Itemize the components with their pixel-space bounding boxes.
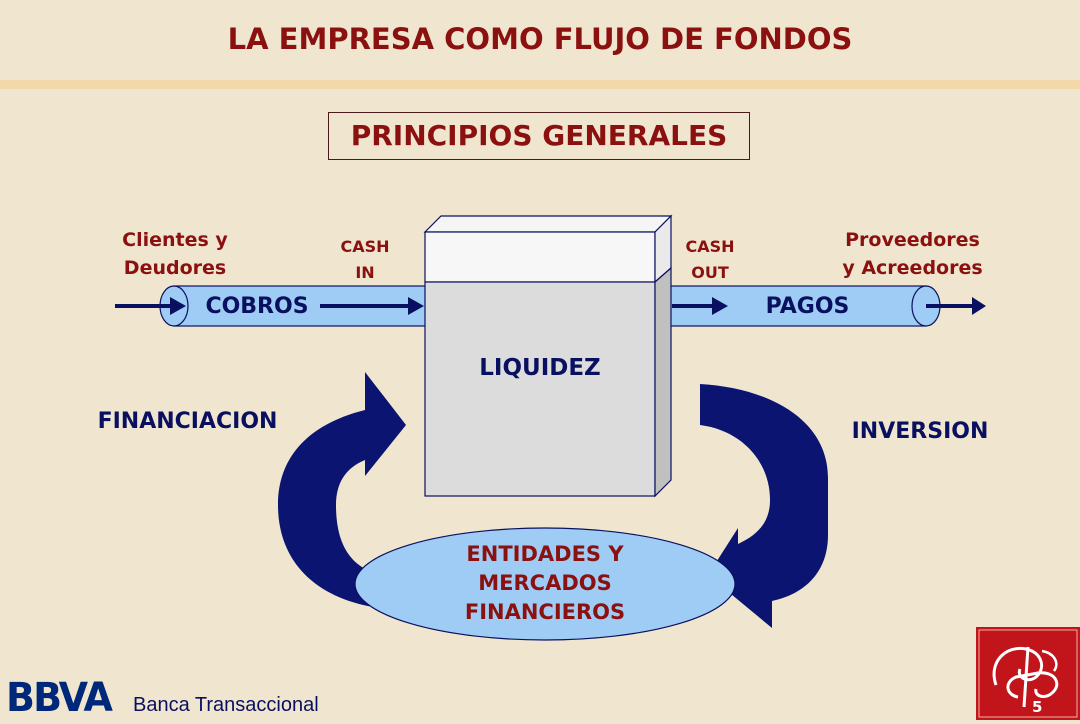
cash-in-arrow bbox=[320, 297, 424, 315]
bbva-logo: BBVA bbox=[6, 675, 113, 721]
brand-caption: Banca Transaccional bbox=[133, 694, 319, 716]
pagos-label: PAGOS bbox=[765, 294, 850, 319]
cash-in-label-line2: IN bbox=[355, 263, 375, 282]
liquidez-label: LIQUIDEZ bbox=[479, 355, 601, 381]
subtitle-box: PRINCIPIOS GENERALES bbox=[328, 112, 750, 160]
inversion-label: INVERSION bbox=[851, 419, 989, 444]
page-number: 5 bbox=[1032, 698, 1043, 716]
title-divider bbox=[0, 80, 1080, 89]
clientes-label-line1: Clientes y bbox=[122, 229, 228, 251]
cash-out-label-line2: OUT bbox=[691, 263, 729, 282]
proveedores-label-line2: y Acreedores bbox=[842, 257, 983, 279]
entidades-label: ENTIDADES Y MERCADOS FINANCIEROS bbox=[405, 540, 685, 627]
clientes-label-line2: Deudores bbox=[123, 257, 227, 279]
cash-in-label: CASH IN bbox=[325, 234, 405, 286]
cash-in-label-line1: CASH bbox=[340, 237, 390, 256]
cash-out-label: CASH OUT bbox=[670, 234, 750, 286]
page-title: LA EMPRESA COMO FLUJO DE FONDOS bbox=[227, 22, 853, 56]
entidades-label-line2: MERCADOS bbox=[478, 571, 612, 595]
entidades-label-line1: ENTIDADES Y bbox=[466, 542, 624, 566]
monogram-seal-icon bbox=[976, 627, 1080, 720]
outflow-arrow bbox=[926, 297, 986, 315]
entidades-ellipse bbox=[354, 527, 736, 641]
cash-out-arrow bbox=[672, 297, 728, 315]
proveedores-label: Proveedores y Acreedores bbox=[815, 226, 1010, 282]
entidades-label-line3: FINANCIEROS bbox=[464, 600, 626, 624]
financiacion-label: FINANCIACION bbox=[97, 409, 278, 434]
proveedores-label-line1: Proveedores bbox=[845, 229, 980, 251]
inversion-curved-arrow bbox=[700, 384, 828, 628]
cash-out-label-line1: CASH bbox=[685, 237, 735, 256]
seal-graphic bbox=[978, 629, 1078, 718]
financiacion-curved-arrow bbox=[278, 372, 406, 608]
liquidez-box bbox=[423, 214, 673, 498]
cobros-label: COBROS bbox=[205, 294, 309, 319]
clientes-label: Clientes y Deudores bbox=[90, 226, 260, 282]
inflow-arrow bbox=[115, 297, 186, 315]
